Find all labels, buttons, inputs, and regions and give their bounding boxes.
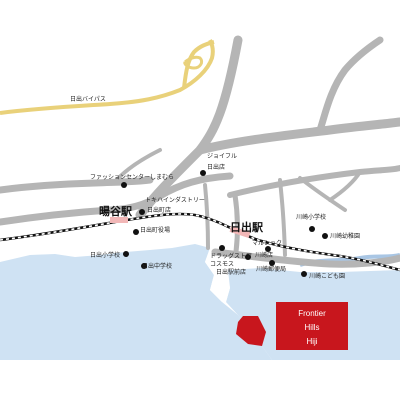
poi-dot-ekimae	[245, 254, 251, 260]
sea	[0, 244, 272, 360]
poi-label-post: 川崎郵便局	[256, 265, 286, 273]
bypass-road	[0, 39, 215, 115]
road-spur	[328, 170, 362, 202]
road-east-mid	[227, 165, 400, 198]
railway-dash	[0, 213, 400, 271]
road-center	[203, 183, 210, 250]
shore	[205, 248, 236, 302]
station-marker-yoya	[110, 217, 128, 223]
bypass-ramp-2	[183, 55, 204, 70]
poi-dot-post	[269, 260, 275, 266]
poi-dot-townhall	[133, 229, 139, 235]
poi-dot-cosmos	[219, 245, 225, 251]
poi-dot-marushoku	[265, 246, 271, 252]
poi-label-elementary: 日出小学校	[90, 251, 120, 259]
poi-label-ekimae: 日出駅前店	[216, 268, 246, 276]
poi-label-marushoku: マルショク	[252, 240, 282, 247]
road-station-south	[232, 192, 240, 255]
poi-label-kindergarten: 川崎幼稚園	[330, 232, 360, 240]
destination-name-2: Hills	[304, 323, 319, 332]
poi-dot-kindergarten	[322, 233, 328, 239]
road-east-upper	[195, 117, 400, 155]
road-west	[0, 176, 154, 194]
destination-area	[236, 316, 266, 346]
road-west-low	[0, 172, 234, 226]
poi-label-joyful-branch: 日出店	[207, 163, 225, 171]
poi-label-joyful: ジョイフル	[207, 153, 237, 160]
poi-label-tokiha-branch: 日出町店	[147, 206, 171, 214]
poi-label-kodomoen: 川崎こども園	[309, 272, 345, 280]
poi-label-townhall: 日出町役場	[140, 226, 170, 234]
station-label-hiji: 日出駅	[230, 220, 263, 234]
poi-dot-joyful	[200, 170, 206, 176]
poi-dot-elementary	[123, 251, 129, 257]
poi-label-tokiha: トキハインダストリー	[145, 196, 205, 204]
poi-dot-juniorhigh	[141, 263, 147, 269]
poi-label-juniorhigh: 日出中学校	[142, 262, 172, 270]
road-upper-west	[113, 148, 162, 184]
station-label-yoya: 暘谷駅	[99, 204, 132, 218]
bypass-label: 日出バイパス	[70, 95, 106, 103]
road-kawasaki-2	[298, 176, 347, 212]
station-marker-hiji	[229, 226, 251, 238]
bypass-ramp	[182, 40, 215, 89]
poi-label-cosmos: コスモス	[210, 261, 234, 268]
poi-label-shimamura: ファッションセンターしまむら	[90, 173, 174, 181]
poi-dot-kawasaki-es	[309, 226, 315, 232]
poi-dot-kodomoen	[301, 271, 307, 277]
poi-label-kawasaki-es: 川崎小学校	[296, 213, 326, 221]
poi-dot-shimamura	[121, 182, 127, 188]
destination-badge	[276, 302, 348, 350]
destination-name-1: Frontier	[298, 309, 326, 318]
poi-dot-tokiha	[139, 209, 145, 215]
road-ne	[316, 36, 384, 134]
destination-name-3: Hiji	[306, 337, 317, 346]
road-coast	[211, 248, 400, 268]
poi-label-drugstore: ドラッグストア	[210, 252, 252, 260]
poi-label-kawasaki-branch: 川崎店	[255, 251, 273, 259]
